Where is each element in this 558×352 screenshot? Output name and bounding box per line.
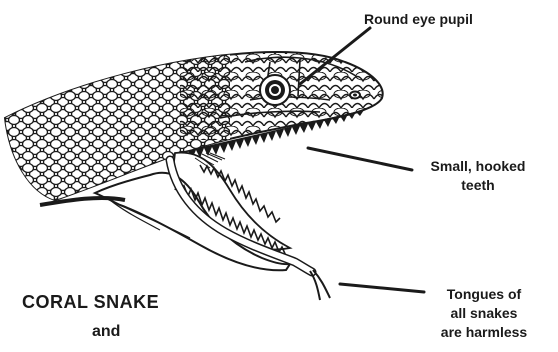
label-teeth: Small, hooked teeth	[400, 157, 556, 195]
label-tongue-line-1: Tongues of	[412, 285, 556, 304]
label-tongue: Tongues of all snakes are harmless	[412, 285, 556, 342]
label-tongue-line-3: are harmless	[412, 323, 556, 342]
label-tongue-line-2: all snakes	[412, 304, 556, 323]
pointer-teeth	[308, 148, 412, 170]
label-teeth-line-1: Small, hooked	[400, 157, 556, 176]
snake-eye	[260, 75, 290, 105]
label-coral-snake: CORAL SNAKE	[22, 293, 159, 312]
label-teeth-line-2: teeth	[400, 176, 556, 195]
label-eye-pupil: Round eye pupil	[364, 10, 534, 29]
label-and: and	[92, 322, 120, 341]
